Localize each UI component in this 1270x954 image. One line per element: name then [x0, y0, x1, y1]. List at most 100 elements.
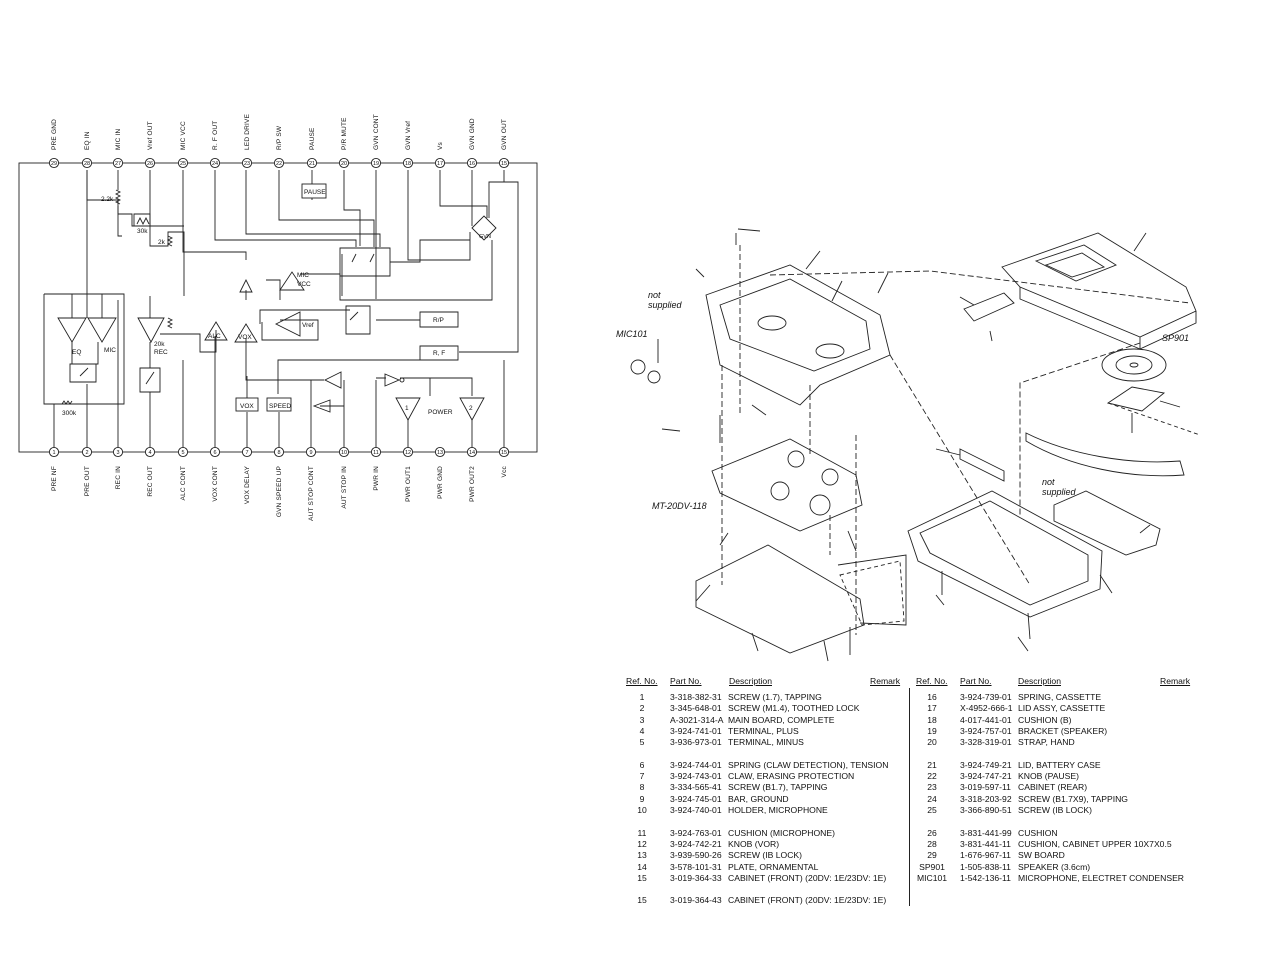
top-pin-number: 17	[437, 161, 443, 167]
col-remark-header: Remark	[870, 676, 901, 686]
mic101-label: MIC101	[616, 329, 648, 339]
mt20dv-label: MT-20DV-118	[652, 501, 707, 511]
bottom-pin-circle	[241, 446, 253, 458]
parts-table-left: Ref. No. Part No. Description Remark 1 3-…	[626, 676, 906, 916]
top-pin-circle	[306, 157, 318, 169]
top-pin-circle	[81, 157, 93, 169]
description: SCREW (IB LOCK)	[728, 850, 803, 861]
top-pin-number: 18	[405, 161, 411, 167]
part-no: 3-924-745-01	[670, 793, 722, 804]
bottom-pin-number: 4	[148, 450, 151, 456]
part-no: A-3021-314-A	[670, 714, 724, 725]
description: KNOB (PAUSE)	[1018, 771, 1079, 782]
top-pin-number: 28	[84, 161, 90, 167]
ref-no: 4	[639, 725, 645, 736]
bottom-pin-circle	[466, 446, 478, 458]
part-no: 3-831-441-11	[960, 838, 1011, 849]
col-remark-header-r: Remark	[1160, 676, 1191, 686]
part-no: 3-924-749-21	[960, 759, 1012, 770]
bottom-pin-number: 15	[501, 450, 507, 456]
ref-no: 2	[639, 703, 645, 714]
description: TERMINAL, PLUS	[728, 725, 799, 736]
table-row: 29 1-676-967-11 SW BOARD	[916, 850, 1065, 861]
pause-label: PAUSE	[304, 189, 326, 196]
top-pin-number: 26	[147, 161, 153, 167]
ref-no: 17	[927, 703, 937, 714]
part-no: 3-924-741-01	[670, 725, 722, 736]
ref-no: 15	[637, 895, 647, 906]
ref-no: 12	[637, 838, 647, 849]
top-pin-number: 23	[244, 161, 250, 167]
description: SW BOARD	[1018, 850, 1065, 861]
description: SCREW (B1.7X9), TAPPING	[1018, 793, 1128, 804]
top-pin-number: 24	[212, 161, 218, 167]
part-no: 3-328-319-01	[960, 737, 1012, 748]
ref-no: 22	[927, 771, 937, 782]
description: CUSHION (MICROPHONE)	[728, 827, 835, 838]
top-pin-circle	[434, 157, 446, 169]
col-desc-header: Description	[729, 676, 772, 686]
ref-no: 5	[639, 737, 645, 748]
description: STRAP, HAND	[1018, 737, 1075, 748]
bottom-pin-number: 14	[469, 450, 475, 456]
bottom-pin-number: 3	[116, 450, 119, 456]
ref-no: 23	[927, 782, 937, 793]
bottom-pin-number: 13	[437, 450, 443, 456]
vox-label: VOX	[238, 334, 252, 341]
part-no: 3-939-590-26	[670, 850, 722, 861]
col-ref-header: Ref. No.	[626, 676, 658, 686]
part-no: 3-334-565-41	[670, 782, 722, 793]
description: CUSHION (B)	[1018, 714, 1072, 725]
col-part-header: Part No.	[670, 676, 702, 686]
bottom-pin-number: 12	[405, 450, 411, 456]
ref-no: 3	[639, 714, 645, 725]
description: SPRING (CLAW DETECTION), TENSION	[728, 759, 889, 770]
part-no: 3-578-101-31	[670, 861, 722, 872]
part-no: 3-924-740-01	[670, 805, 722, 815]
part-no: 3-831-441-99	[960, 827, 1012, 838]
top-pin-circle	[370, 157, 382, 169]
part-no: 3-345-648-01	[670, 703, 722, 714]
part-no: 1-676-967-11	[960, 850, 1011, 861]
ref-no: 29	[927, 850, 937, 861]
part-no: 1-505-838-11	[960, 861, 1011, 872]
schematic-svg: 2928272625242322212019181716151234567891…	[18, 157, 538, 458]
exploded-view-svg	[630, 228, 1201, 662]
description: SCREW (1.7), TAPPING	[728, 692, 822, 702]
description: CABINET (REAR)	[1018, 782, 1088, 793]
res-20k: 20k	[154, 341, 165, 348]
top-pin-circle	[241, 157, 253, 169]
ref-no: MIC101	[916, 872, 948, 883]
part-no: 3-019-597-11	[960, 782, 1011, 793]
eq-label: EQ	[72, 349, 81, 356]
description: SCREW (M1.4), TOOTHED LOCK	[728, 703, 860, 714]
res-2-2k: 2.2k	[101, 196, 114, 203]
bottom-pin-number: 10	[341, 450, 347, 456]
part-no: 3-924-747-21	[960, 771, 1012, 782]
ref-no: 26	[927, 827, 937, 838]
mic-vcc-label-2: VCC	[297, 281, 311, 288]
ref-no: 10	[637, 805, 647, 815]
table-row: 20 3-328-319-01 STRAP, HAND	[916, 737, 1075, 748]
mic-label: MIC	[104, 347, 116, 354]
ref-no: 20	[927, 737, 937, 748]
ref-no: 28	[927, 838, 937, 849]
part-no: 3-924-744-01	[670, 759, 722, 770]
ref-no: 1	[639, 692, 645, 702]
description: CLAW, ERASING PROTECTION	[728, 771, 855, 782]
ref-no: 16	[927, 692, 937, 702]
sp901-label: SP901	[1162, 333, 1190, 343]
part-no: 1-542-136-11	[960, 872, 1011, 883]
bottom-pin-number: 9	[309, 450, 312, 456]
speed-box	[266, 397, 292, 412]
ref-no: 19	[927, 725, 937, 736]
